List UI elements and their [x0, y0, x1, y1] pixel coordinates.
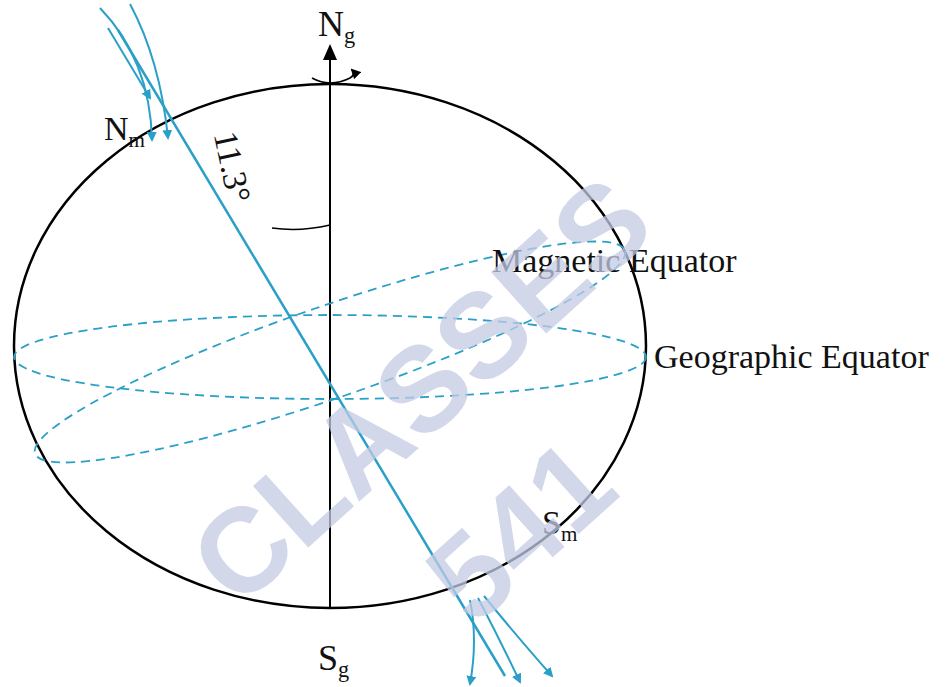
rotation-arrow	[312, 70, 354, 83]
geographic-equator-label: Geographic Equator	[654, 340, 929, 374]
magnetic-north-label: Nm	[104, 112, 145, 146]
geographic-north-label: Ng	[318, 6, 355, 42]
field-line	[108, 28, 150, 98]
angle-arc	[272, 225, 330, 229]
geographic-south-label: Sg	[318, 640, 349, 676]
field-line	[130, 4, 168, 138]
